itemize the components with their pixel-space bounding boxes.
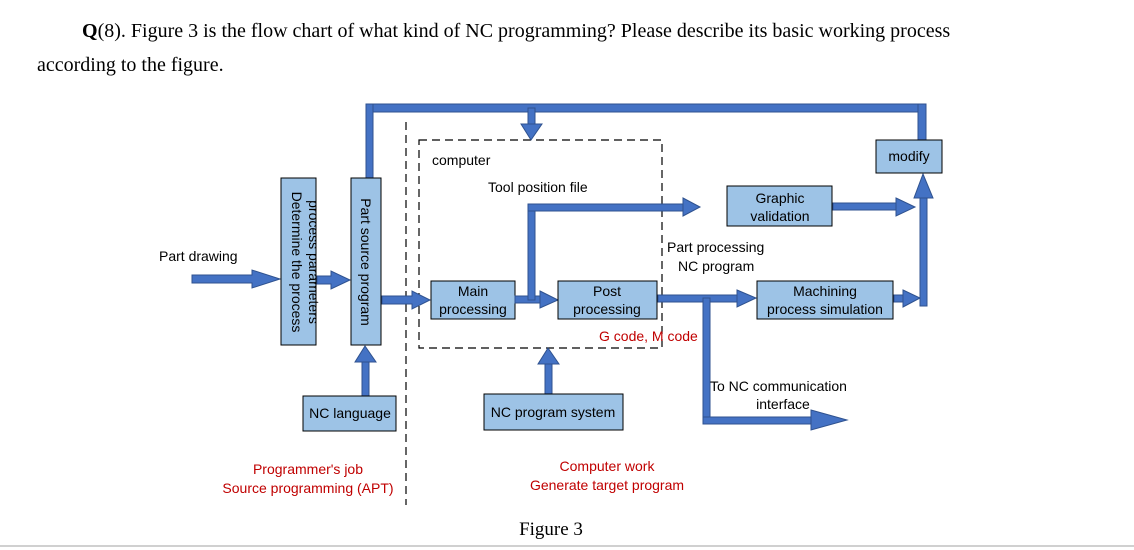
source-program-label: Part source program <box>358 198 374 326</box>
nc-interface-bar <box>702 416 814 425</box>
post-processing-box <box>557 280 658 320</box>
nc-program-system-label: NC program system <box>491 404 615 420</box>
source-to-main-arrow <box>381 290 432 310</box>
source-program-box <box>350 177 382 346</box>
tool-position-bar <box>527 203 685 212</box>
post-to-sim-arrow <box>736 289 758 308</box>
nc-language-label: NC language <box>309 405 391 421</box>
sim-to-right-arrow <box>902 289 922 308</box>
nc-communication-line-2: interface <box>756 396 810 412</box>
machining-simulation-line-1: Machining <box>793 283 857 299</box>
nc-language-riser <box>361 359 370 397</box>
main-processing-box <box>430 280 516 320</box>
process-to-source-arrow <box>316 270 352 290</box>
modify-label: modify <box>888 148 929 164</box>
nc-communication-line-1: To NC communication <box>710 378 847 394</box>
graphic-to-right-arrow <box>895 197 917 217</box>
computer-work-line-1: Computer work <box>560 458 656 474</box>
graphic-to-right-bar <box>832 202 898 211</box>
nc-system-riser <box>544 361 553 395</box>
process-box <box>280 177 317 346</box>
part-drawing-arrow <box>191 269 282 289</box>
process-box-line-1: Determine the process <box>289 192 305 333</box>
nc-program-system-box <box>483 393 624 431</box>
computer-label: computer <box>432 152 491 168</box>
nc-interface-drop <box>702 297 711 425</box>
tool-position-file-label: Tool position file <box>488 179 588 195</box>
nc-language-box <box>302 395 397 432</box>
modify-box <box>875 139 943 174</box>
nc-interface-arrow <box>810 409 849 431</box>
main-processing-line-2: processing <box>439 301 507 317</box>
g-code-label: G code, M code <box>599 328 698 344</box>
figure-caption: Figure 3 <box>519 519 583 540</box>
post-processing-line-2: processing <box>573 301 641 317</box>
part-processing-line-1: Part processing <box>667 239 764 255</box>
graphic-validation-line-1: Graphic <box>755 190 804 206</box>
part-processing-line-2: NC program <box>678 258 754 274</box>
graphic-validation-line-2: validation <box>750 208 809 224</box>
question-line-2: according to the figure. <box>37 54 224 76</box>
computer-work-line-2: Generate target program <box>530 477 684 493</box>
computer-region <box>418 139 663 349</box>
feedback-arrow-to-computer <box>520 123 543 141</box>
programmer-job-line-2: Source programming (APT) <box>222 480 393 496</box>
question-prefix: Q <box>82 20 98 42</box>
machining-simulation-line-2: process simulation <box>767 301 883 317</box>
to-graphic-arrow <box>682 197 702 217</box>
to-modify-arrow <box>913 172 934 199</box>
right-riser <box>919 195 928 307</box>
question-text-1: (8). Figure 3 is the flow chart of what … <box>97 20 951 42</box>
process-box-line-2: process parameters <box>306 200 322 324</box>
programmer-job-line-1: Programmer's job <box>253 461 363 477</box>
question-line-1: Q(8). Figure 3 is the flow chart of what… <box>82 20 950 43</box>
page-divider <box>0 545 1134 547</box>
nc-language-arrow <box>354 345 377 363</box>
tool-position-riser <box>527 203 536 301</box>
main-processing-line-1: Main <box>458 283 488 299</box>
feedback-center-drop <box>527 107 536 127</box>
feedback-loop-bar <box>365 103 927 113</box>
part-drawing-label: Part drawing <box>159 248 238 264</box>
graphic-validation-box <box>726 185 833 227</box>
machining-simulation-box <box>756 280 894 320</box>
main-to-post-arrow <box>539 290 560 309</box>
post-processing-line-1: Post <box>593 283 621 299</box>
post-to-sim-bar <box>657 294 739 303</box>
nc-system-arrow <box>537 347 560 365</box>
